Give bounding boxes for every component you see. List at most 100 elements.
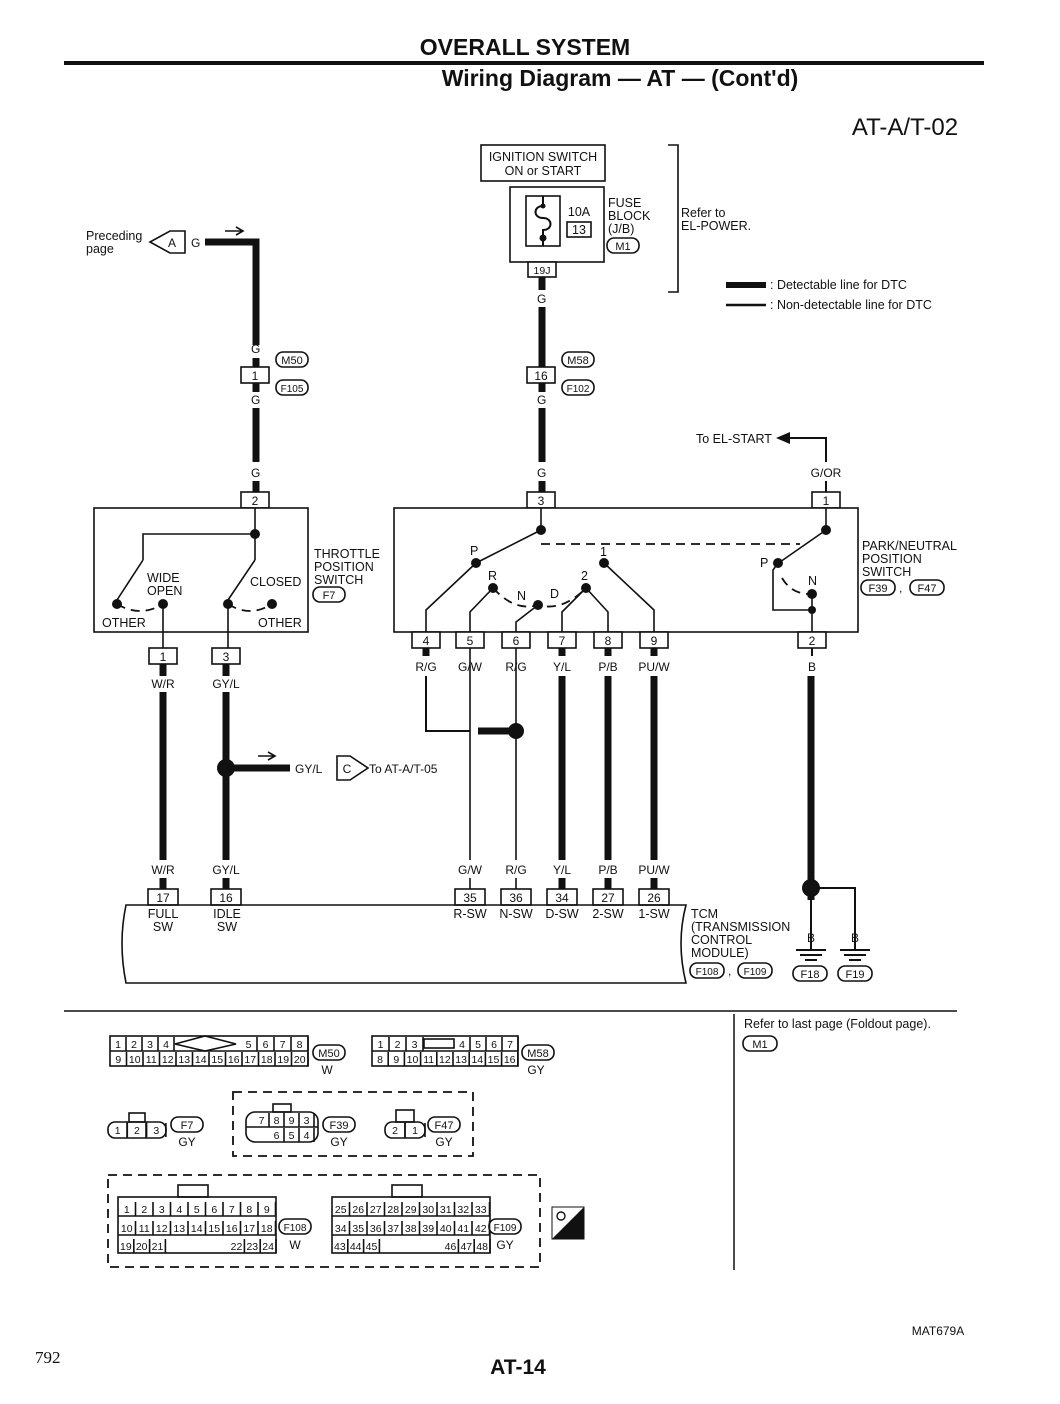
svg-text:CLOSED: CLOSED <box>250 575 301 589</box>
cavity-number: 14 <box>195 1054 207 1066</box>
svg-text:G: G <box>537 466 546 480</box>
cavity-number: 8 <box>377 1054 383 1066</box>
cavity-number: 4 <box>176 1204 182 1216</box>
svg-text:GY: GY <box>330 1135 347 1149</box>
cavity-number: 4 <box>459 1039 465 1051</box>
preceding-label-2: page <box>86 242 114 256</box>
svg-text:OTHER: OTHER <box>102 616 146 630</box>
cavity-number: 34 <box>335 1223 347 1235</box>
cavity-number: 14 <box>471 1054 483 1066</box>
svg-text:GY/L: GY/L <box>295 762 323 776</box>
cavity-number: 11 <box>423 1054 434 1066</box>
cavity-number: 24 <box>262 1241 274 1253</box>
connector-face-f39: F39 <box>330 1120 349 1132</box>
cavity-number: 9 <box>264 1204 270 1216</box>
svg-text:G/OR: G/OR <box>811 466 842 480</box>
connector-f7: F7 <box>323 590 336 602</box>
cavity-number: 38 <box>405 1223 417 1235</box>
connector-face-f47: F47 <box>435 1120 454 1132</box>
svg-text:16: 16 <box>534 369 548 383</box>
legend-detectable: : Detectable line for DTC <box>770 278 907 292</box>
svg-text:9: 9 <box>651 634 658 648</box>
svg-text:2-SW: 2-SW <box>592 907 623 921</box>
cavity-number: 22 <box>231 1241 243 1253</box>
cavity-number: 16 <box>228 1054 240 1066</box>
throttle-switch-box <box>93 507 309 633</box>
legend-non-detectable: : Non-detectable line for DTC <box>770 298 932 312</box>
cavity-number: 6 <box>491 1039 497 1051</box>
svg-text:2: 2 <box>252 494 259 508</box>
svg-text:G: G <box>251 466 260 480</box>
cavity-number: 36 <box>370 1223 382 1235</box>
cavity-number: 14 <box>191 1223 203 1235</box>
svg-text:3: 3 <box>223 650 230 664</box>
cavity-number: 13 <box>173 1223 185 1235</box>
svg-text:OTHER: OTHER <box>258 616 302 630</box>
f109-connector-face <box>331 1184 491 1254</box>
svg-text:36: 36 <box>509 891 523 905</box>
connector-face-f7: F7 <box>181 1120 194 1132</box>
diagram-code: AT-A/T-02 <box>852 114 958 141</box>
cavity-number: 7 <box>259 1115 265 1127</box>
cavity-number: 35 <box>352 1223 364 1235</box>
cavity-number: 26 <box>352 1204 364 1216</box>
cavity-number: 19 <box>277 1054 289 1066</box>
throttle-label-2: POSITION <box>314 560 374 574</box>
cavity-number: 25 <box>335 1204 347 1216</box>
f39-connector-face <box>245 1103 319 1143</box>
svg-text:W: W <box>321 1063 333 1077</box>
svg-text:GY: GY <box>435 1135 452 1149</box>
svg-text:R/G: R/G <box>505 863 526 877</box>
svg-text:PU/W: PU/W <box>638 660 670 674</box>
svg-text:2: 2 <box>809 634 816 648</box>
cavity-number: 23 <box>246 1241 258 1253</box>
svg-text:17: 17 <box>156 891 170 905</box>
svg-text:Y/L: Y/L <box>553 660 571 674</box>
svg-text:4: 4 <box>423 634 430 648</box>
svg-text:16: 16 <box>219 891 233 905</box>
cavity-number: 6 <box>211 1204 217 1216</box>
tcm-label-4: MODULE) <box>691 946 749 960</box>
svg-text:W: W <box>289 1238 301 1252</box>
cavity-number: 8 <box>246 1204 252 1216</box>
cavity-number: 15 <box>488 1054 500 1066</box>
cavity-number: 41 <box>457 1223 469 1235</box>
cavity-number: 15 <box>211 1054 223 1066</box>
tcm-label-2: (TRANSMISSION <box>691 920 790 934</box>
svg-text:,: , <box>899 581 902 595</box>
cavity-number: 30 <box>422 1204 434 1216</box>
connector-face-f108: F108 <box>284 1223 307 1234</box>
connector-m1: M1 <box>615 241 630 253</box>
cavity-number: 4 <box>163 1039 169 1051</box>
svg-text:WIDE: WIDE <box>147 571 180 585</box>
svg-text:1: 1 <box>160 650 167 664</box>
svg-text:R: R <box>488 569 497 583</box>
svg-text:SW: SW <box>153 920 173 934</box>
ignition-switch-box <box>480 144 606 182</box>
cavity-number: 3 <box>159 1204 165 1216</box>
cavity-number: 16 <box>504 1054 516 1066</box>
tcm-label-1: TCM <box>691 907 718 921</box>
cavity-number: 16 <box>226 1223 238 1235</box>
cavity-number: 42 <box>475 1223 487 1235</box>
fuse-label-1: FUSE <box>608 196 641 210</box>
cavity-number: 5 <box>194 1204 200 1216</box>
cavity-number: 1 <box>378 1039 384 1051</box>
cavity-number: 15 <box>208 1223 220 1235</box>
cavity-number: 13 <box>455 1054 467 1066</box>
cavity-number: 17 <box>243 1223 255 1235</box>
svg-text:35: 35 <box>463 891 477 905</box>
svg-text:GY: GY <box>527 1063 544 1077</box>
refer-power-2: EL-POWER. <box>681 219 751 233</box>
cavity-number: 3 <box>147 1039 153 1051</box>
fuse-symbol <box>534 196 552 246</box>
preceding-label-1: Preceding <box>86 229 142 243</box>
connector-f109: F109 <box>744 967 767 978</box>
el-start-label: To EL-START <box>696 432 772 446</box>
svg-text:N-SW: N-SW <box>499 907 533 921</box>
svg-text:6: 6 <box>513 634 520 648</box>
svg-text:1: 1 <box>252 369 259 383</box>
connector-f102: F102 <box>567 384 590 395</box>
connector-f39: F39 <box>869 583 888 595</box>
pnp-label-1: PARK/NEUTRAL <box>862 539 957 553</box>
